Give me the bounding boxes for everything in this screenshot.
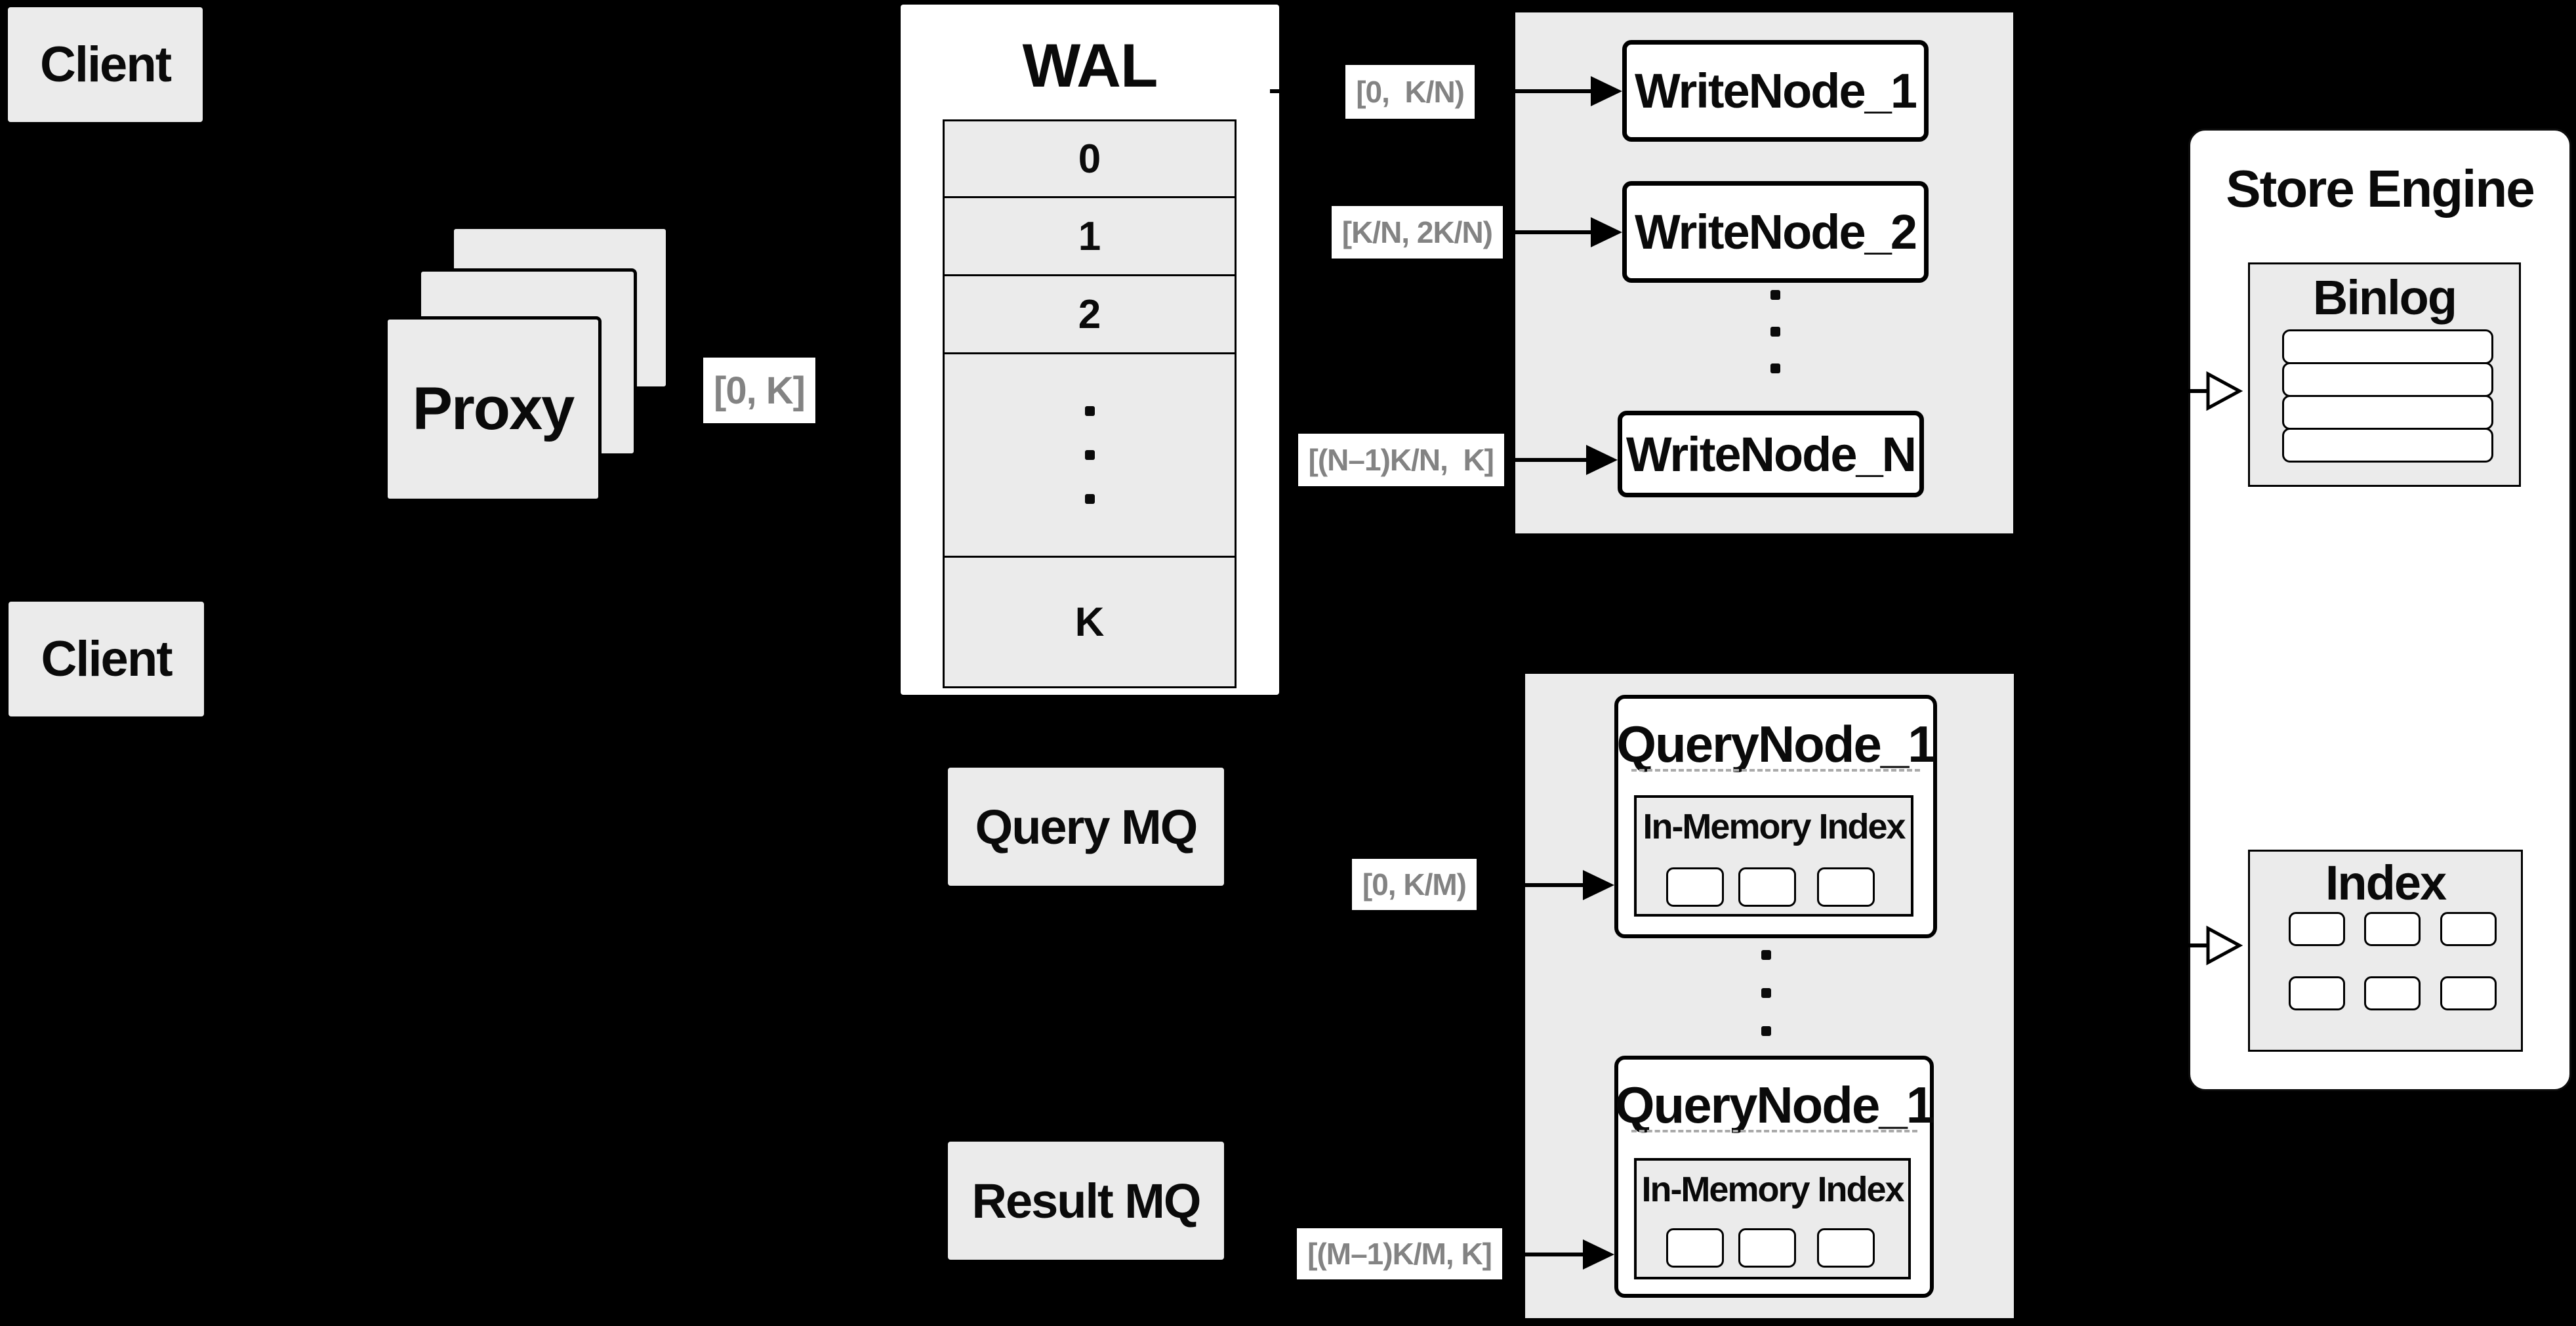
- ellipsis-dot: [1084, 450, 1095, 460]
- index-segment: [2440, 912, 2497, 946]
- binlog-row: [2282, 362, 2493, 397]
- client-bottom-box: Client: [6, 599, 207, 719]
- index-segment: [2289, 976, 2345, 1010]
- query-mq-box: Query MQ: [945, 765, 1227, 888]
- range-label-writeN: [(N–1)K/N, K]: [1298, 434, 1504, 486]
- write-node-1-box: WriteNode_1: [1622, 40, 1929, 142]
- range-label-write2: [K/N, 2K/N): [1331, 206, 1503, 259]
- range-label-query1: [0, K/M): [1351, 859, 1477, 910]
- write-node-2-box: WriteNode_2: [1622, 181, 1929, 283]
- range-label-write1: [0, K/N): [1345, 65, 1475, 119]
- result-mq-box: Result MQ: [945, 1139, 1227, 1262]
- index-segment: [1738, 867, 1796, 907]
- store-engine-title: Store Engine: [2226, 159, 2535, 218]
- ellipsis-dot: [1761, 950, 1771, 960]
- index-segment: [2289, 912, 2345, 946]
- index-segment: [2364, 976, 2421, 1010]
- binlog-row: [2282, 428, 2493, 463]
- index-segment: [1666, 1228, 1724, 1268]
- range-label-proxy: [0, K]: [703, 358, 815, 423]
- wal-row-2: 2: [945, 276, 1235, 354]
- index-segment: [2364, 912, 2421, 946]
- query-node-2-title: QueryNode_1: [1614, 1075, 1934, 1134]
- query-node-2-inmemory-title: In-Memory Index: [1641, 1170, 1904, 1209]
- write-node-n-box: WriteNode_N: [1618, 411, 1924, 497]
- ellipsis-dot: [1770, 327, 1780, 337]
- wal-title: WAL: [1022, 31, 1158, 100]
- index-segment: [1817, 1228, 1875, 1268]
- wal-row-k: K: [1074, 599, 1105, 645]
- range-label-query2: [(M–1)K/M, K]: [1297, 1228, 1502, 1279]
- store-index-title: Index: [2325, 855, 2447, 910]
- ellipsis-dot: [1084, 406, 1095, 416]
- ellipsis-dot: [1761, 988, 1771, 998]
- wal-segment-table: 0 1 2 K: [943, 119, 1237, 688]
- wal-row-ellipsis: [945, 354, 1235, 558]
- client-top-box: Client: [5, 5, 205, 125]
- ellipsis-dot: [1770, 363, 1780, 373]
- wal-row-0: 0: [945, 121, 1235, 198]
- store-index-box: [2248, 850, 2523, 1052]
- index-segment: [1817, 867, 1875, 907]
- ellipsis-dot: [1084, 494, 1095, 504]
- binlog-row: [2282, 395, 2493, 430]
- query-node-2-separator: [1631, 1130, 1917, 1132]
- proxy-box: Proxy: [384, 316, 602, 502]
- index-segment: [1738, 1228, 1796, 1268]
- query-node-1-title: QueryNode_1: [1616, 715, 1936, 773]
- ellipsis-dot: [1761, 1026, 1771, 1036]
- ellipsis-dot: [1770, 290, 1780, 300]
- binlog-title: Binlog: [2312, 270, 2457, 325]
- index-segment: [1666, 867, 1724, 907]
- query-node-1-separator: [1631, 769, 1920, 772]
- wal-row-1: 1: [945, 198, 1235, 276]
- query-node-1-inmemory-title: In-Memory Index: [1643, 807, 1906, 846]
- binlog-row: [2282, 329, 2493, 364]
- index-segment: [2440, 976, 2497, 1010]
